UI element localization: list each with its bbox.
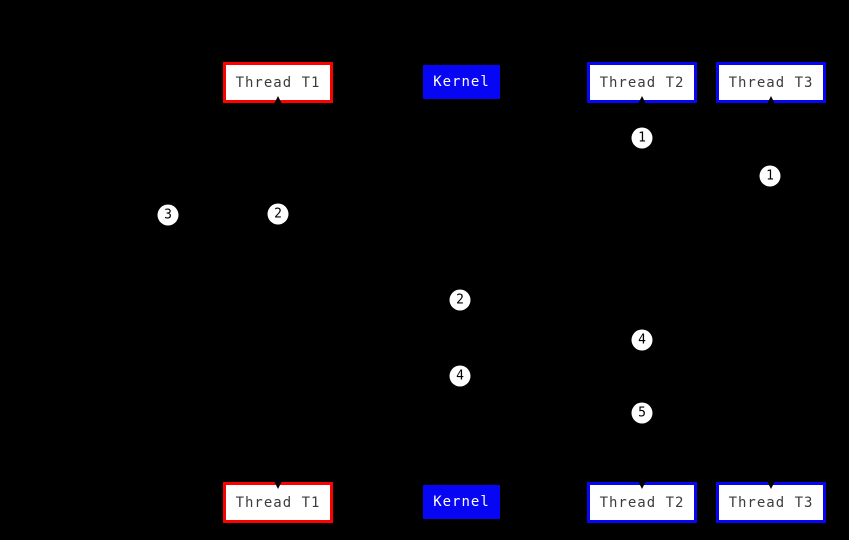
event-marker-2-kernel: 2 (449, 289, 471, 311)
entity-box-thread-t3-bottom: Thread T3 (716, 482, 826, 523)
entity-box-thread-t3-top: Thread T3 (716, 62, 826, 103)
lifeline-stub (638, 96, 646, 103)
entity-label: Thread T1 (235, 494, 321, 511)
lifeline-stub (274, 482, 282, 489)
event-marker-1-thread-t3: 1 (759, 165, 781, 187)
event-marker-4-thread-t2: 4 (631, 329, 653, 351)
event-marker-2-thread-t1: 2 (267, 203, 289, 225)
entity-label: Thread T1 (235, 74, 321, 91)
lifeline-stub (274, 96, 282, 103)
lifeline-stub (767, 96, 775, 103)
entity-box-kernel-top: Kernel (423, 65, 500, 99)
event-marker-1-thread-t2: 1 (631, 127, 653, 149)
lifeline-stub (767, 482, 775, 489)
event-marker-5-thread-t2: 5 (631, 402, 653, 424)
entity-label: Kernel (433, 494, 490, 510)
entity-box-kernel-bottom: Kernel (423, 485, 500, 519)
entity-label: Thread T3 (728, 494, 814, 511)
entity-box-thread-t1-bottom: Thread T1 (223, 482, 333, 523)
entity-label: Thread T3 (728, 74, 814, 91)
entity-label: Thread T2 (599, 494, 685, 511)
event-marker-3-left: 3 (157, 204, 179, 226)
entity-box-thread-t1-top: Thread T1 (223, 62, 333, 103)
entity-box-thread-t2-top: Thread T2 (587, 62, 697, 103)
entity-box-thread-t2-bottom: Thread T2 (587, 482, 697, 523)
entity-label: Thread T2 (599, 74, 685, 91)
entity-label: Kernel (433, 74, 490, 90)
lifeline-stub (638, 482, 646, 489)
event-marker-4-kernel: 4 (449, 365, 471, 387)
